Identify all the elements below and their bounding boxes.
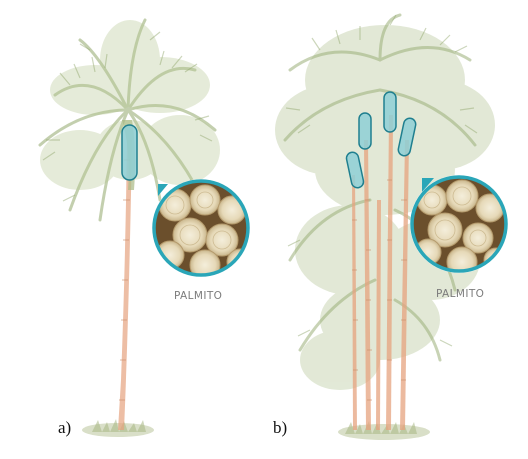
palm-b	[275, 15, 512, 440]
palm-a	[40, 20, 254, 437]
palmito-label-b: PALMITO	[436, 288, 484, 300]
palmito-label-a: PALMITO	[174, 290, 222, 302]
palm-heart-highlight-a	[122, 125, 137, 180]
palmito-closeup-a	[150, 178, 254, 282]
panel-label-b: b)	[273, 418, 287, 438]
panel-label-a: a)	[58, 418, 71, 438]
